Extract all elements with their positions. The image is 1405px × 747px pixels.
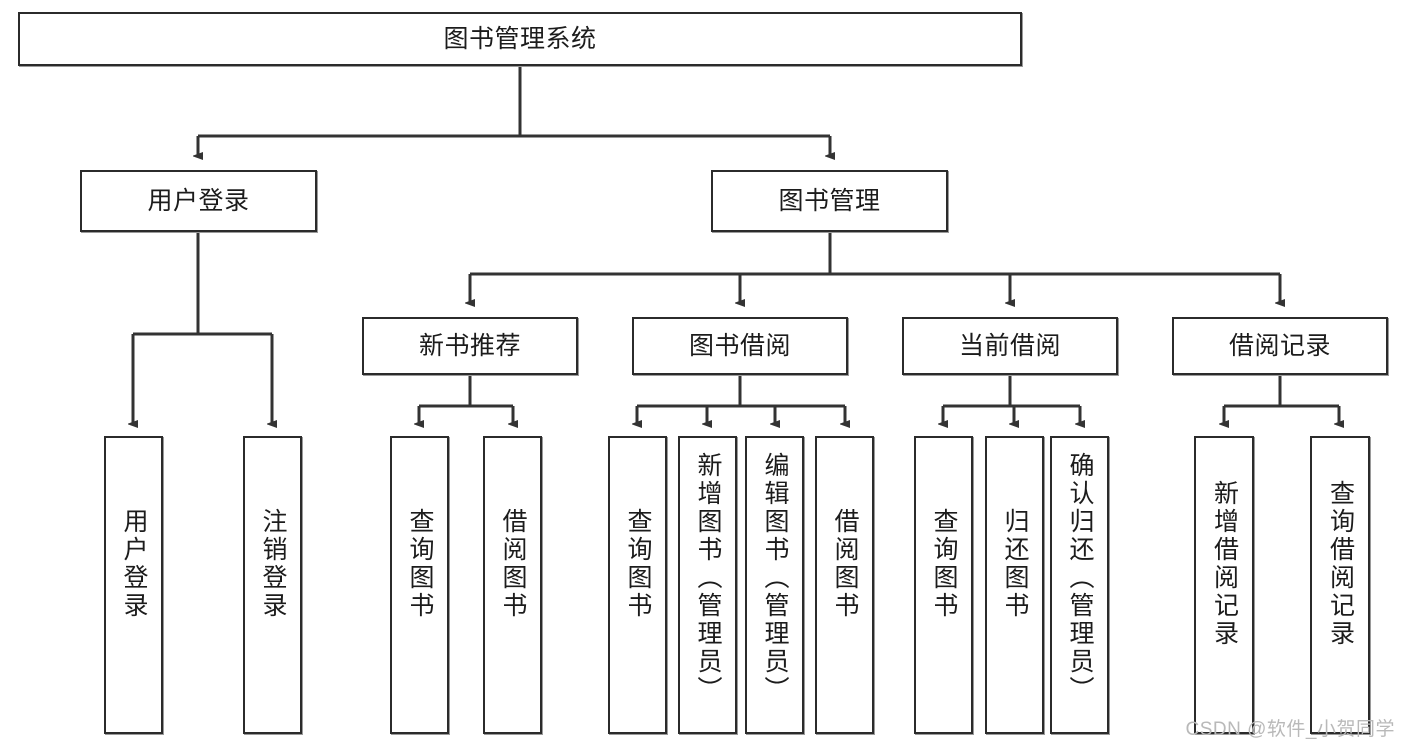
node-label: 查询图书: [930, 508, 958, 620]
node-label: 查询借阅记录: [1326, 480, 1355, 648]
node-book-management[interactable]: 图书管理: [711, 170, 948, 232]
node-label: 图书管理系统: [443, 24, 597, 53]
leaf-add-book-admin[interactable]: 新增图书（管理员）: [678, 436, 737, 734]
node-label: 新增图书（管理员）: [694, 452, 722, 704]
node-label: 用户登录: [147, 186, 250, 215]
node-label: 新书推荐: [418, 331, 521, 360]
leaf-edit-book-admin[interactable]: 编辑图书（管理员）: [745, 436, 804, 734]
leaf-borrow-book-newbook[interactable]: 借阅图书: [483, 436, 542, 734]
node-label: 图书借阅: [688, 331, 791, 360]
node-label: 当前借阅: [958, 331, 1061, 360]
node-label: 借阅记录: [1228, 331, 1331, 360]
leaf-confirm-return-admin[interactable]: 确认归还（管理员）: [1050, 436, 1109, 734]
watermark-text: CSDN @软件_小贺同学: [1185, 719, 1395, 740]
node-label: 归还图书: [1001, 508, 1029, 620]
node-label: 注销登录: [259, 508, 287, 620]
leaf-query-borrow-record[interactable]: 查询借阅记录: [1310, 436, 1370, 734]
node-label: 借阅图书: [831, 508, 859, 620]
node-label: 查询图书: [406, 508, 434, 620]
node-book-borrow[interactable]: 图书借阅: [632, 317, 848, 375]
node-borrow-record[interactable]: 借阅记录: [1172, 317, 1388, 375]
leaf-logout-login[interactable]: 注销登录: [243, 436, 302, 734]
node-label: 用户登录: [120, 508, 148, 620]
leaf-query-book-current[interactable]: 查询图书: [914, 436, 973, 734]
node-label: 确认归还（管理员）: [1066, 452, 1094, 704]
leaf-return-book[interactable]: 归还图书: [985, 436, 1044, 734]
node-label: 图书管理: [778, 186, 881, 215]
leaf-add-borrow-record[interactable]: 新增借阅记录: [1194, 436, 1254, 734]
node-label: 借阅图书: [499, 508, 527, 620]
node-root-system[interactable]: 图书管理系统: [18, 12, 1022, 66]
node-current-borrow[interactable]: 当前借阅: [902, 317, 1118, 375]
node-new-book-recommend[interactable]: 新书推荐: [362, 317, 578, 375]
node-label: 新增借阅记录: [1210, 480, 1239, 648]
node-label: 查询图书: [624, 508, 652, 620]
node-label: 编辑图书（管理员）: [761, 452, 789, 704]
leaf-borrow-book-borrow[interactable]: 借阅图书: [815, 436, 874, 734]
leaf-query-book-borrow[interactable]: 查询图书: [608, 436, 667, 734]
node-user-login[interactable]: 用户登录: [80, 170, 317, 232]
leaf-user-login[interactable]: 用户登录: [104, 436, 163, 734]
leaf-query-book-newbook[interactable]: 查询图书: [390, 436, 449, 734]
